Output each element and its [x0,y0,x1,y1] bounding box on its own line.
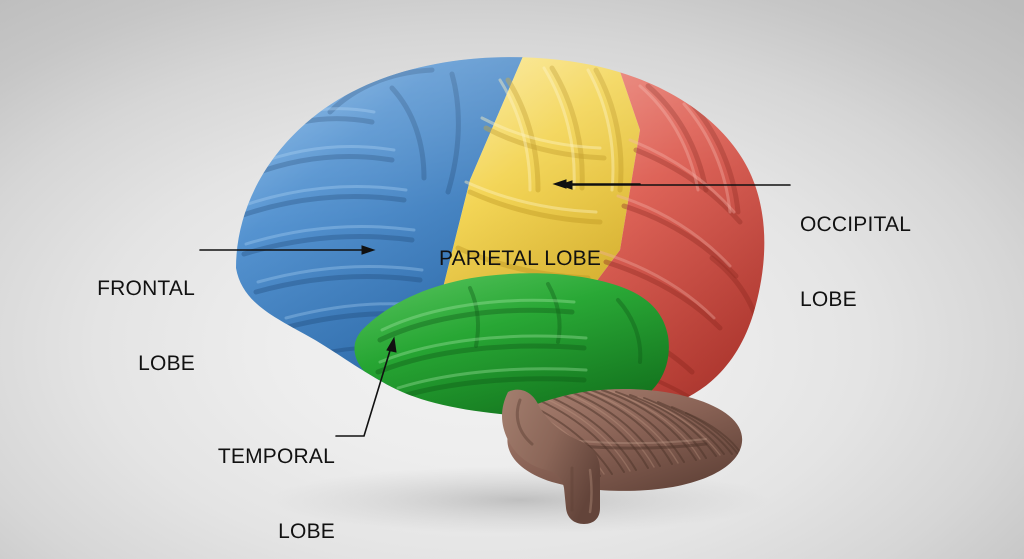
leader-occipital [558,180,791,190]
label-parietal-lobe: PARIETAL LOBE [420,196,620,321]
leader-lines [199,179,791,437]
label-occipital-lobe: OCCIPITAL LOBE [800,162,990,362]
label-frontal-lobe-line2: LOBE [138,352,195,375]
leader-temporal [335,336,397,437]
label-temporal-lobe-line1: TEMPORAL [217,445,335,468]
label-frontal-lobe: FRONTAL LOBE [10,226,195,426]
label-parietal-lobe-line1: PARIETAL LOBE [438,247,602,270]
label-frontal-lobe-line1: FRONTAL [97,277,195,300]
leader-frontal [199,245,376,255]
label-temporal-lobe: TEMPORAL LOBE [120,394,335,559]
brainstem-region [502,389,600,524]
label-occipital-lobe-line2: LOBE [800,288,857,311]
label-occipital-lobe-line1: OCCIPITAL [800,213,912,236]
label-temporal-lobe-line2: LOBE [278,520,335,543]
